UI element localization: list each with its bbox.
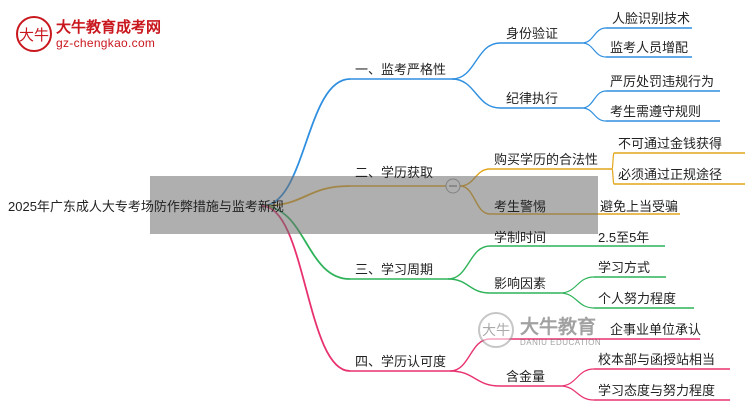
b3-child-1-label[interactable]: 学制时间 (494, 230, 547, 245)
b4-c2-leaf-1[interactable]: 校本部与函授站相当 (598, 352, 716, 367)
connector-b4-c2-l1 (559, 368, 595, 387)
watermark-subtitle: DANIU EDUCATION (520, 338, 602, 347)
b4-c1-leaf-1[interactable]: 企事业单位承认 (610, 322, 702, 337)
b2-child-1-label[interactable]: 购买学历的合法性 (494, 152, 599, 167)
b1-child-1-label[interactable]: 身份验证 (506, 26, 559, 41)
connector-b1-c1 (451, 42, 501, 80)
b3-c2-leaf-2[interactable]: 个人努力程度 (598, 291, 677, 306)
connector-b2-c1-l2 (611, 168, 615, 185)
logo-mark-icon: 大牛 (16, 16, 52, 52)
watermark-name: 大牛教育 (520, 317, 597, 338)
b1-child-2-label[interactable]: 纪律执行 (506, 91, 559, 106)
b1-c2-leaf-2[interactable]: 考生需遵守规则 (610, 104, 702, 119)
b3-c2-leaf-1[interactable]: 学习方式 (598, 260, 651, 275)
b4-c2-leaf-2[interactable]: 学习态度与努力程度 (598, 383, 716, 398)
root-node[interactable]: 2025年广东成人大专考场防作弊措施与监考新规 (8, 199, 284, 214)
branch-1-label[interactable]: 一、监考严格性 (355, 62, 447, 77)
connector-b3-c2-l2 (559, 292, 595, 309)
b3-c1-leaf-1[interactable]: 2.5至5年 (598, 230, 650, 245)
b3-child-2-label[interactable]: 影响因素 (494, 276, 547, 291)
logo-name: 大牛教育成考网 (56, 19, 162, 36)
connector-b1-c1-l1 (581, 27, 607, 44)
connector-b4-c2 (449, 370, 501, 387)
connector-b1-c2 (451, 78, 501, 109)
b2-child-2-label[interactable]: 考生警惕 (494, 199, 547, 214)
connector-b1-c2-l2 (581, 107, 607, 122)
logo-url: gz-chengkao.com (56, 36, 156, 50)
connector-b4-c2-l2 (559, 385, 595, 401)
b4-child-2-label[interactable]: 含金量 (506, 369, 546, 384)
watermark-mark-icon: 大牛 (478, 312, 514, 348)
branch-2-label[interactable]: 二、学历获取 (355, 165, 434, 180)
site-logo[interactable]: 大牛 大牛教育成考网 gz-chengkao.com (16, 14, 166, 56)
b1-c1-leaf-2[interactable]: 监考人员增配 (610, 40, 689, 55)
b2-c1-leaf-1[interactable]: 不可通过金钱获得 (618, 136, 723, 151)
connector-b3-c2 (447, 278, 491, 294)
connector-b3-c1 (447, 245, 491, 280)
connector-b2-c1-l1 (611, 152, 615, 170)
b2-c2-leaf-1[interactable]: 避免上当受骗 (600, 199, 679, 214)
connector-b3-c2-l1 (559, 276, 595, 294)
connector-b1-c2-l1 (581, 90, 607, 109)
branch-4-label[interactable]: 四、学历认可度 (355, 354, 447, 369)
branch-3-label[interactable]: 三、学习周期 (355, 262, 434, 277)
b1-c2-leaf-1[interactable]: 严厉处罚违规行为 (610, 74, 715, 89)
connector-b1-c1-l2 (581, 42, 607, 58)
watermark-logo: 大牛 大牛教育 DANIU EDUCATION (478, 308, 608, 354)
b1-c1-leaf-1[interactable]: 人脸识别技术 (612, 11, 691, 26)
gray-overlay-box (150, 176, 598, 234)
b2-c1-leaf-2[interactable]: 必须通过正规途径 (618, 167, 723, 182)
